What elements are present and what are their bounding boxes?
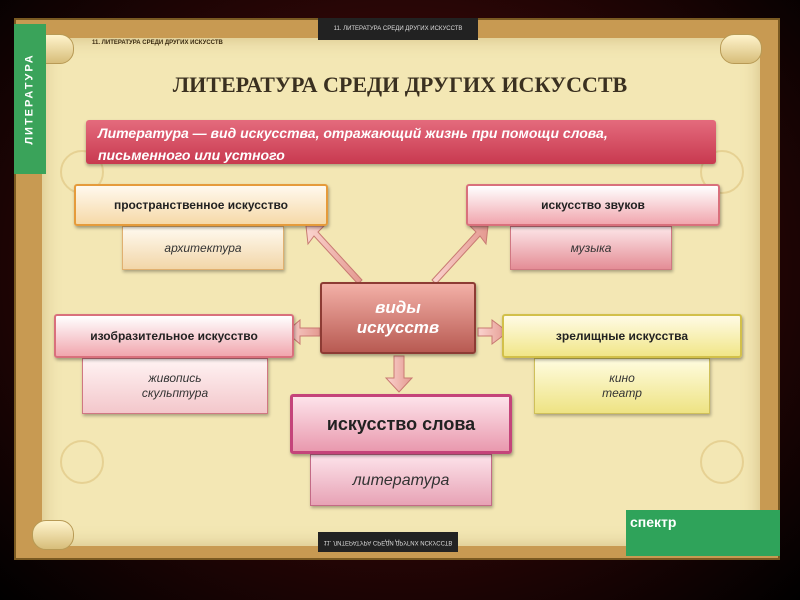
spatial-example: архитектура bbox=[164, 240, 242, 255]
arrow-to-sound bbox=[431, 225, 489, 285]
fine-art-label: изобразительное искусство bbox=[90, 329, 258, 343]
spectacle-example-1: кино bbox=[609, 371, 635, 385]
definition-bar: Литература — вид искусства, отражающий ж… bbox=[86, 120, 716, 164]
spectacle-art-box: зрелищные искусства bbox=[502, 314, 742, 358]
ornament-left-bottom bbox=[60, 440, 104, 484]
arrow-to-word bbox=[384, 355, 414, 393]
page-title: ЛИТЕРАТУРА СРЕДИ ДРУГИХ ИСКУССТВ bbox=[172, 72, 628, 97]
fine-example-2: скульптура bbox=[141, 386, 209, 400]
center-line-2: искусств bbox=[356, 318, 440, 337]
definition-line-2: письменного или устного bbox=[98, 147, 285, 163]
scroll-roll-top-right bbox=[720, 34, 762, 64]
publisher-badge: спектр bbox=[626, 510, 780, 556]
spatial-art-label: пространственное искусство bbox=[113, 198, 289, 212]
publisher-logo: спектр bbox=[630, 514, 677, 530]
word-art-box: искусство слова bbox=[290, 394, 512, 454]
spatial-art-box: пространственное искусство bbox=[74, 184, 328, 226]
sound-art-label: искусство звуков bbox=[541, 198, 645, 212]
word-example: литература bbox=[352, 471, 450, 489]
spectacle-example-box: кино театр bbox=[534, 358, 710, 414]
arrow-to-spectacle bbox=[477, 319, 509, 345]
spectacle-art-label: зрелищные искусства bbox=[555, 329, 689, 343]
fine-example-box: живопись скульптура bbox=[82, 358, 268, 414]
sound-art-box: искусство звуков bbox=[466, 184, 720, 226]
word-art-label: искусство слова bbox=[326, 413, 476, 434]
sound-example: музыка bbox=[570, 240, 612, 255]
definition-line-1: Литература — вид искусства, отражающий ж… bbox=[98, 125, 608, 141]
ornament-right-bottom bbox=[700, 440, 744, 484]
center-line-1: виды bbox=[375, 298, 421, 317]
top-label: 11. ЛИТЕРАТУРА СРЕДИ ДРУГИХ ИСКУССТВ bbox=[318, 18, 478, 40]
scroll-roll-bottom-left bbox=[32, 520, 74, 550]
side-band: ЛИТЕРАТУРА bbox=[14, 24, 46, 174]
fine-example-1: живопись bbox=[148, 371, 202, 385]
ornament-right-top bbox=[700, 150, 744, 194]
top-strip-text: 11. ЛИТЕРАТУРА СРЕДИ ДРУГИХ ИСКУССТВ bbox=[92, 40, 223, 46]
spectacle-example-2: театр bbox=[602, 386, 642, 400]
sound-example-box: музыка bbox=[510, 226, 672, 270]
word-example-box: литература bbox=[310, 454, 492, 506]
spatial-example-box: архитектура bbox=[122, 226, 284, 270]
arrow-to-spatial bbox=[305, 225, 363, 285]
center-box: виды искусств bbox=[320, 282, 476, 354]
fine-art-box: изобразительное искусство bbox=[54, 314, 294, 358]
